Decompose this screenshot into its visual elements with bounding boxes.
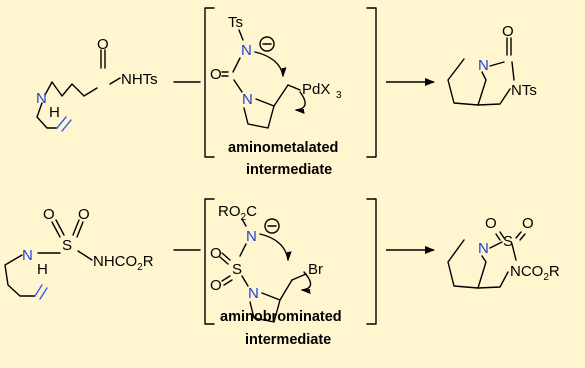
bottom-reactant-o1: O <box>43 206 55 223</box>
bottom-reactant-o2: O <box>78 206 90 223</box>
bottom-product-o1: O <box>485 215 497 232</box>
top-int-ts: Ts <box>228 14 243 31</box>
bottom-int-o2: O <box>210 277 222 294</box>
top-product: N O NTs <box>447 23 537 106</box>
top-int-carbonyl-o: O <box>210 66 222 83</box>
bottom-int-o1: O <box>210 245 222 262</box>
top-reactant: N H O NHTs <box>36 36 158 132</box>
bottom-reactant-h: H <box>37 261 48 278</box>
bottom-product-s: S <box>503 233 513 250</box>
bottom-reactant-nhco2r: NHCO2R <box>93 253 154 273</box>
bottom-product-nco2r: NCO2R <box>510 263 560 283</box>
bottom-int-s: S <box>232 261 242 278</box>
bottom-intermediate: RO2C N O S O N Br aminobrominated interm… <box>204 198 377 348</box>
top-product-nts: NTs <box>511 82 537 99</box>
top-intermediate: Ts N O N PdX 3 aminometalated intermedia… <box>204 7 377 178</box>
bottom-int-br: Br <box>308 261 323 278</box>
bottom-reactant-s: S <box>62 237 72 254</box>
bottom-product: O O S N NCO2R <box>447 215 560 289</box>
top-reactant-carbonyl-o: O <box>97 36 109 53</box>
top-int-n-anion: N <box>241 42 252 59</box>
top-int-minus-charge-icon <box>259 36 275 52</box>
top-int-pdx-sub: 3 <box>336 90 342 101</box>
top-product-carbonyl-o: O <box>502 23 514 40</box>
top-int-pdx: PdX <box>302 81 330 98</box>
top-product-ring-n: N <box>478 57 489 74</box>
bottom-product-o2: O <box>522 215 534 232</box>
top-reactant-nh-n: N <box>36 90 47 107</box>
bottom-int-n-anion: N <box>246 228 257 245</box>
bottom-reactant: O O S N H NHCO2R <box>4 206 154 300</box>
bottom-int-ro2c: RO2C <box>218 203 257 223</box>
top-int-curved-electron-arrow-icon-2 <box>295 91 306 114</box>
top-int-ring-n: N <box>242 91 253 108</box>
bottom-reactant-n: N <box>22 247 33 264</box>
top-int-caption-line2: intermediate <box>246 162 332 178</box>
bottom-int-ring-n: N <box>248 285 259 302</box>
bottom-int-curved-electron-arrow-icon-2 <box>301 271 312 294</box>
top-reactant-nh-h: H <box>49 104 60 121</box>
bottom-int-curved-electron-arrow-icon <box>259 233 292 261</box>
top-reactant-nhts: NHTs <box>121 71 158 88</box>
bottom-int-caption-line1: aminobrominated <box>220 309 342 325</box>
bottom-product-ring-n: N <box>478 240 489 257</box>
bottom-int-minus-charge-icon <box>264 218 280 234</box>
top-int-caption-line1: aminometalated <box>228 140 338 156</box>
bottom-int-caption-line2: intermediate <box>245 332 331 348</box>
top-int-curved-electron-arrow-icon <box>254 51 287 77</box>
